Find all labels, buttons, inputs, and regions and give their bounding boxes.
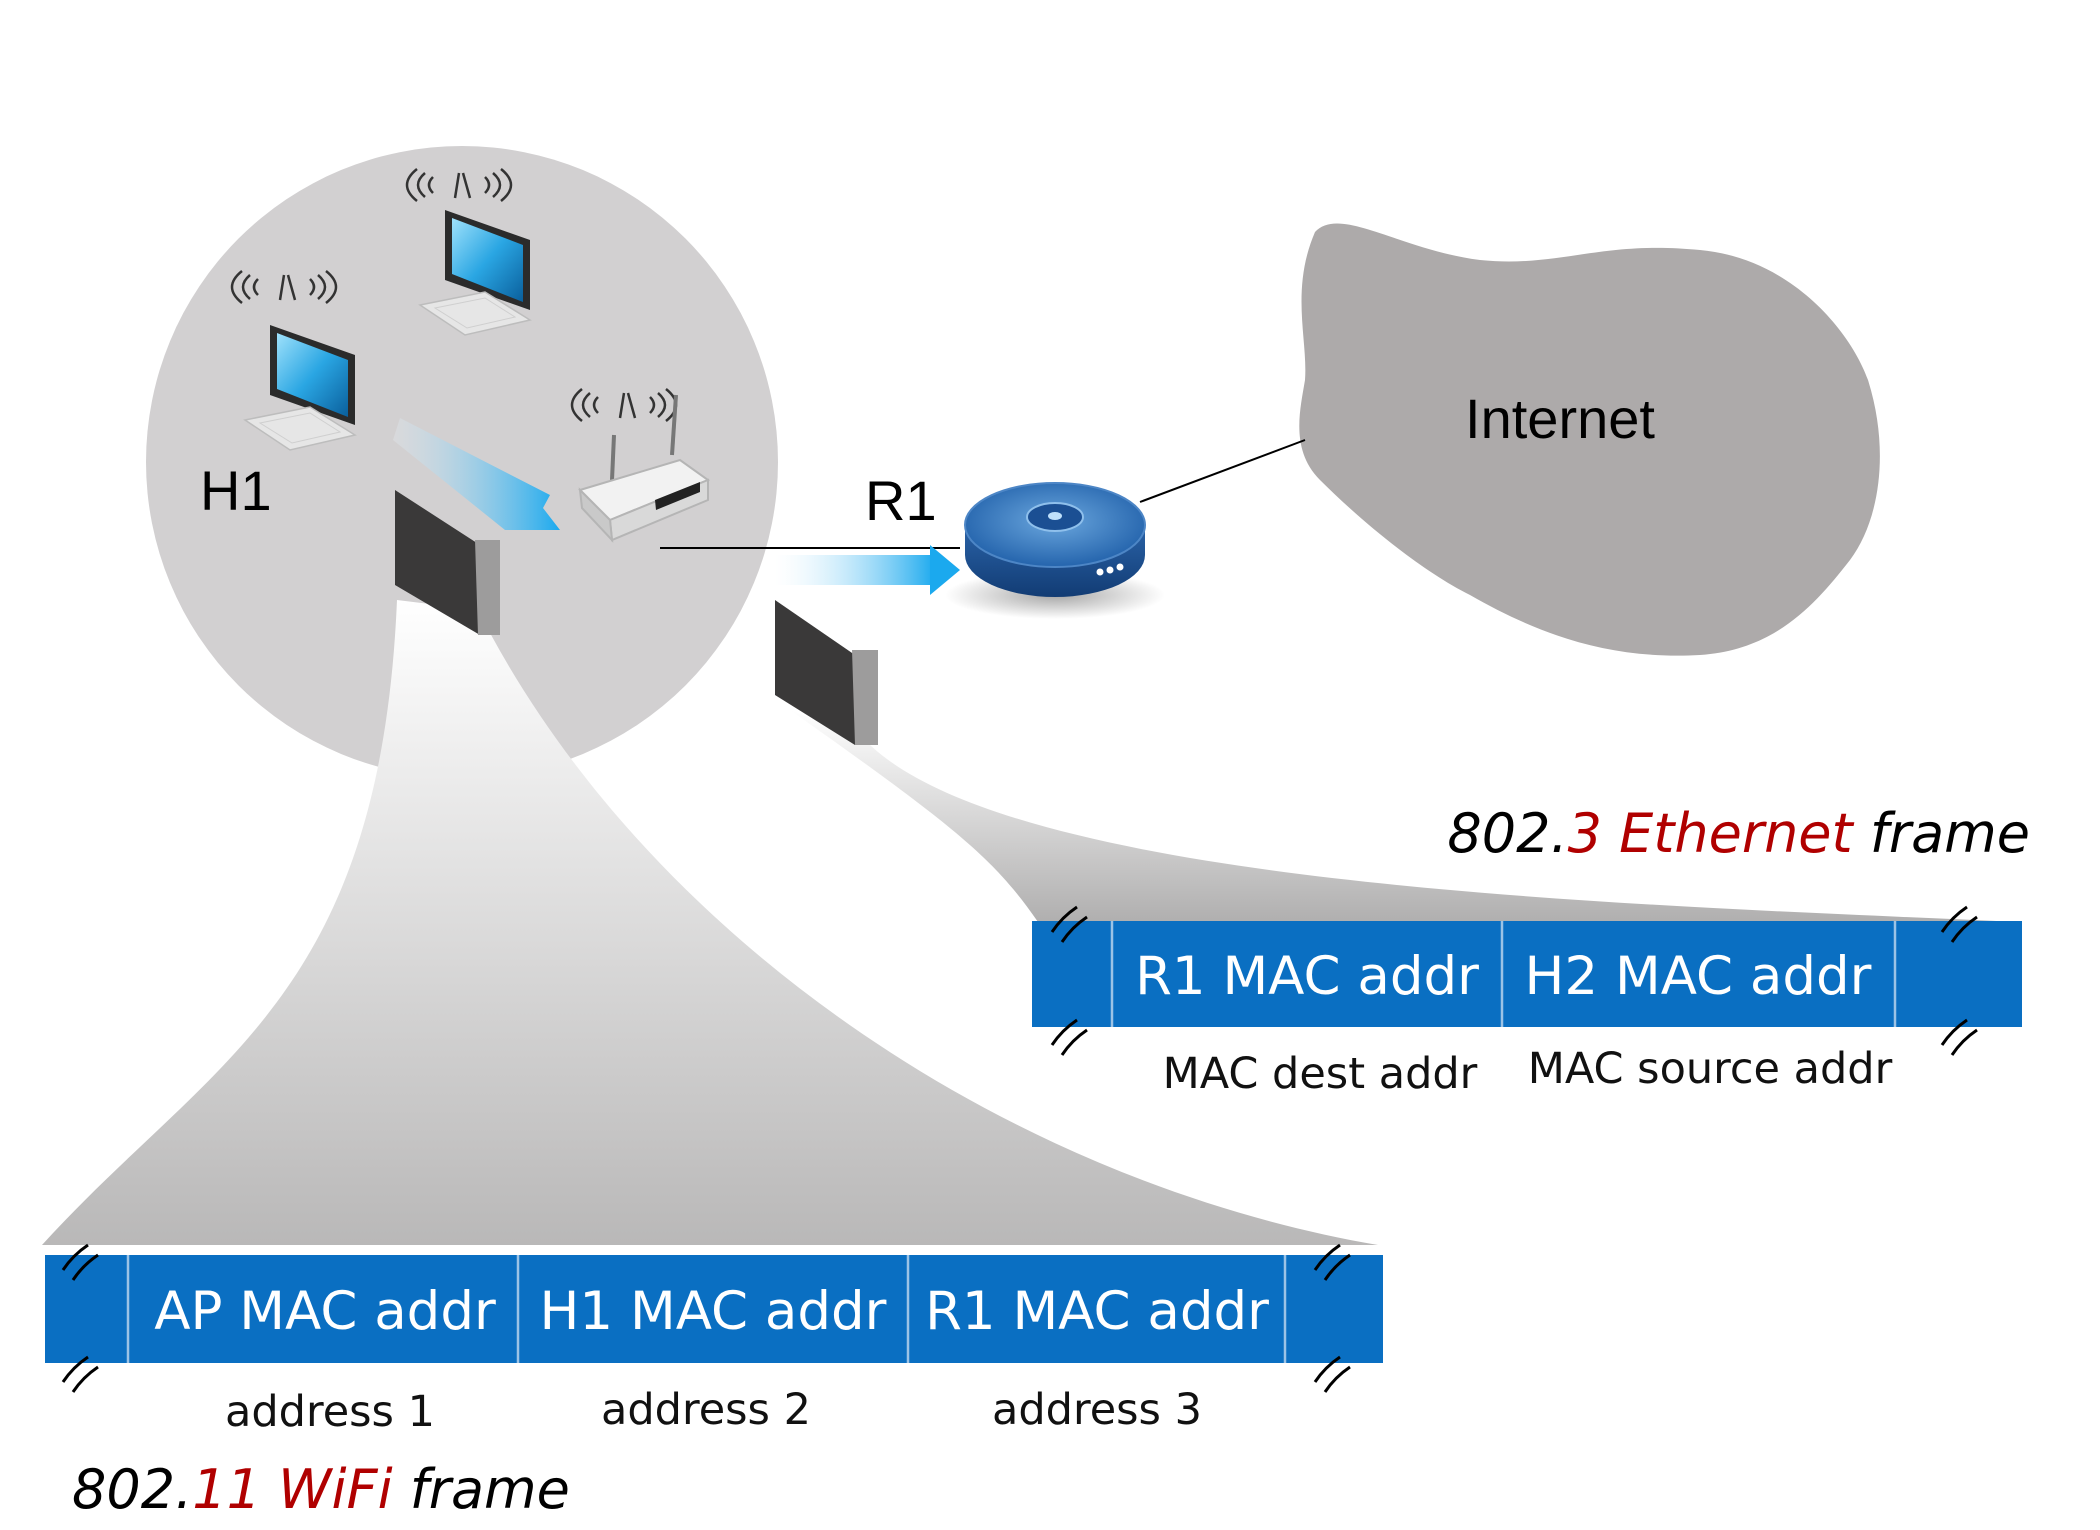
ethernet-frame-projection [790, 710, 2018, 922]
wifi-frame-block-icon [395, 490, 500, 635]
break-mark-icon [61, 1243, 99, 1393]
laptop-icon [243, 325, 357, 451]
ethernet-caption-source: MAC source addr [1528, 1044, 1893, 1094]
arrow-ap-to-router [775, 545, 960, 595]
wifi-signal-icon [405, 168, 513, 202]
wifi-field-address-1: AP MAC addr [154, 1281, 496, 1342]
router-r1-label: R1 [865, 469, 937, 532]
break-mark-icon [1940, 905, 1978, 1056]
cloud-icon [1299, 223, 1880, 656]
internet-label: Internet [1465, 387, 1655, 450]
wifi-frame: AP MAC addr H1 MAC addr R1 MAC addr [45, 1255, 1383, 1363]
access-point-icon [578, 394, 711, 543]
wifi-frame-title: 802.11 WiFi frame [72, 1458, 570, 1521]
host-h1-label: H1 [200, 459, 272, 522]
wifi-field-address-3: R1 MAC addr [925, 1281, 1269, 1342]
ethernet-frame-title: 802.3 Ethernet frame [1447, 802, 2030, 865]
ethernet-frame-block-icon [775, 600, 878, 745]
ethernet-field-dest: R1 MAC addr [1135, 946, 1479, 1007]
ethernet-frame: R1 MAC addr H2 MAC addr [1032, 921, 2022, 1027]
ethernet-caption-dest: MAC dest addr [1163, 1049, 1478, 1099]
break-mark-icon [1050, 905, 1088, 1056]
wifi-caption-address-3: address 3 [992, 1385, 1202, 1435]
wifi-caption-address-1: address 1 [225, 1387, 435, 1437]
break-mark-icon [1313, 1243, 1351, 1393]
laptop-icon [418, 210, 532, 336]
wifi-field-address-2: H1 MAC addr [540, 1281, 887, 1342]
wifi-caption-address-2: address 2 [601, 1385, 811, 1435]
router-internet-link [1139, 439, 1306, 503]
wifi-signal-icon [230, 270, 338, 304]
arrow-h1-to-ap [393, 418, 560, 530]
ethernet-field-source: H2 MAC addr [1525, 946, 1872, 1007]
wifi-frame-projection [42, 600, 1378, 1245]
router-icon [945, 482, 1165, 619]
